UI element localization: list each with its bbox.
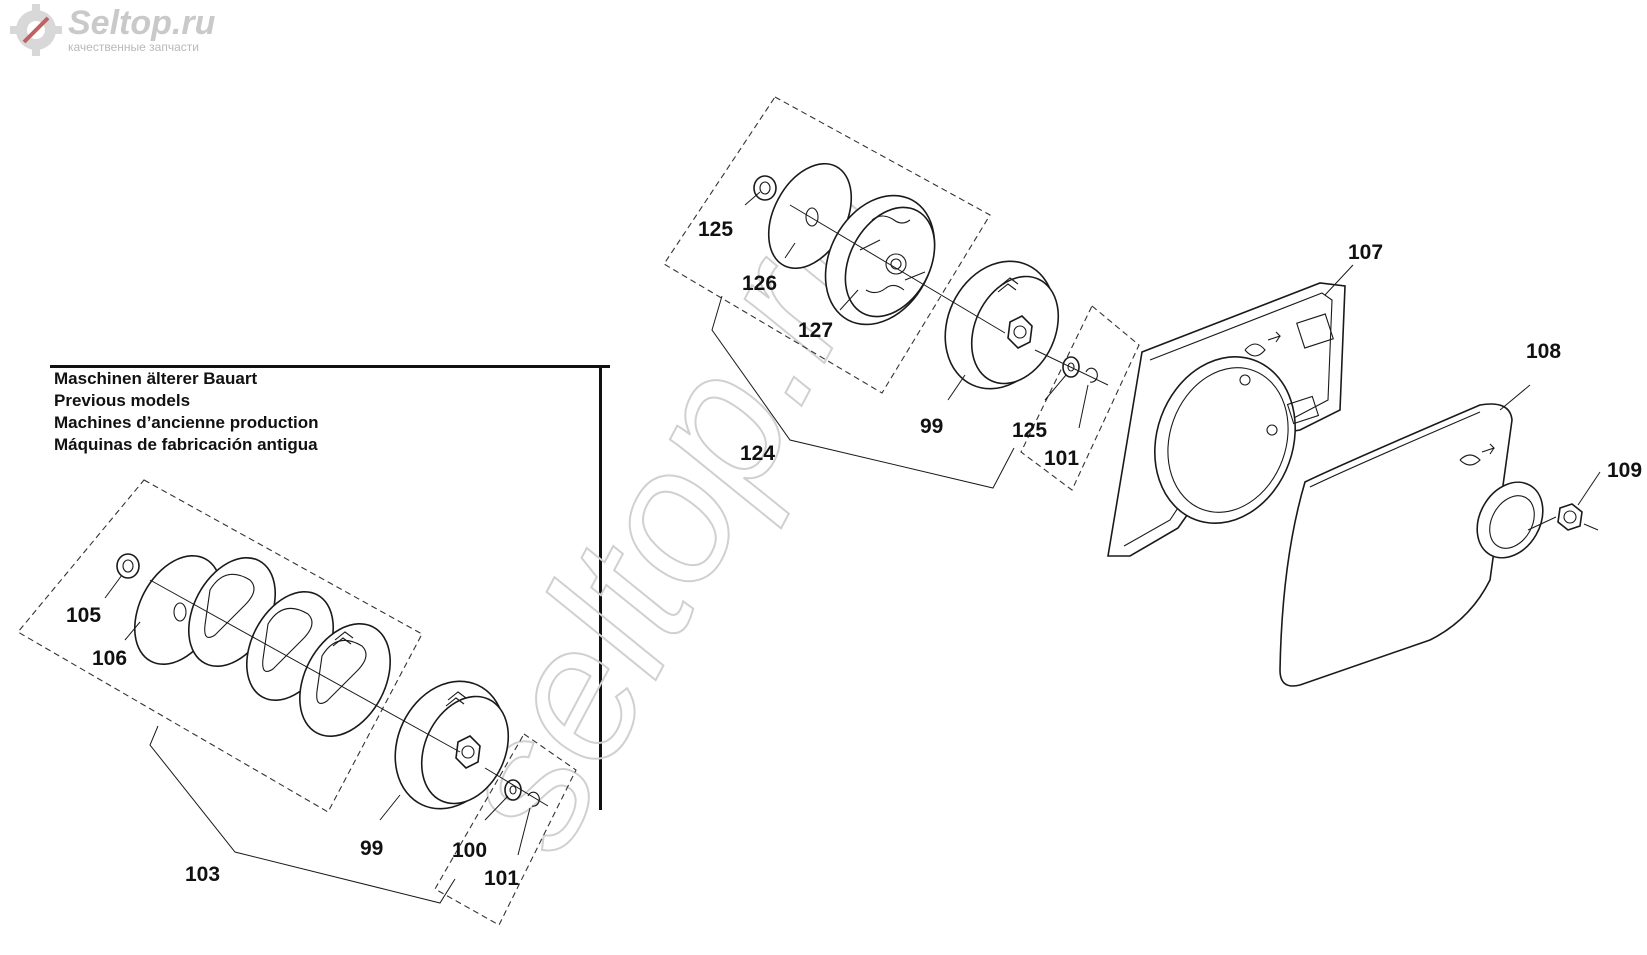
callout-125-lower: 125 <box>1012 419 1047 442</box>
leader-99b <box>379 794 401 821</box>
callout-108: 108 <box>1526 340 1561 363</box>
leader-106 <box>124 621 141 641</box>
kit-103-bracket <box>149 725 456 904</box>
callout-109: 109 <box>1607 459 1642 482</box>
older-models-legend: Maschinen älterer Bauart Previous models… <box>50 365 610 456</box>
axis-line-upper <box>789 204 1109 386</box>
callout-127: 127 <box>798 319 833 342</box>
clip-101-upper <box>1085 367 1098 383</box>
drum-99-lower <box>394 680 510 810</box>
leader-125a <box>744 191 761 206</box>
logo-tagline: качественные запчасти <box>68 40 199 54</box>
kit-124-bracket <box>711 295 1015 489</box>
gear-logo-icon <box>10 4 62 56</box>
leader-126 <box>784 242 796 259</box>
callout-107: 107 <box>1348 241 1383 264</box>
leader-125b <box>1044 374 1067 401</box>
side-plate-107 <box>1107 282 1346 557</box>
legend-line-de: Maschinen älterer Bauart <box>54 369 258 388</box>
washer-125-upper <box>753 175 777 201</box>
logo-name: Seltop.ru <box>68 4 216 42</box>
leader-107 <box>1324 264 1354 296</box>
leader-101b <box>517 807 531 856</box>
washer-clip-frame-upper <box>1020 305 1140 491</box>
leader-109 <box>1577 471 1601 506</box>
legend-divider <box>599 365 602 810</box>
washer-clip-frame-lower <box>434 733 577 926</box>
older-clutch-frame <box>17 479 423 813</box>
axis-line-lower <box>149 579 549 807</box>
callout-125-upper: 125 <box>698 218 733 241</box>
callout-106: 106 <box>92 647 127 670</box>
leader-101a <box>1078 384 1089 429</box>
callout-99-upper: 99 <box>920 415 943 438</box>
callout-101-lower: 101 <box>484 867 519 890</box>
callout-105: 105 <box>66 604 101 627</box>
callout-99-lower: 99 <box>360 837 383 860</box>
legend-line-en: Previous models <box>54 391 191 410</box>
nut-109 <box>1557 503 1583 531</box>
callout-126: 126 <box>742 272 777 295</box>
leader-108 <box>1499 384 1531 411</box>
clutch-127 <box>824 194 936 326</box>
washer-105 <box>116 553 140 579</box>
callout-100: 100 <box>452 839 487 862</box>
callout-103: 103 <box>185 863 220 886</box>
drum-99-upper <box>944 260 1060 390</box>
legend-line-fr: Machines d’ancienne production <box>54 413 319 432</box>
callout-124: 124 <box>740 442 775 465</box>
callout-101-upper: 101 <box>1044 447 1079 470</box>
chain-cover-108 <box>1279 403 1544 687</box>
legend-line-es: Máquinas de fabricación antigua <box>54 435 318 454</box>
axis-line-109 <box>1527 516 1599 531</box>
leader-99a <box>947 374 966 401</box>
leader-105 <box>104 574 123 599</box>
clip-101-lower <box>527 791 540 807</box>
clutch-shoes-older <box>187 556 391 738</box>
clutch-kit-frame <box>663 96 991 394</box>
site-logo: Seltop.ru качественные запчасти <box>6 2 236 58</box>
leader-100 <box>484 795 509 821</box>
leader-127 <box>839 289 859 311</box>
